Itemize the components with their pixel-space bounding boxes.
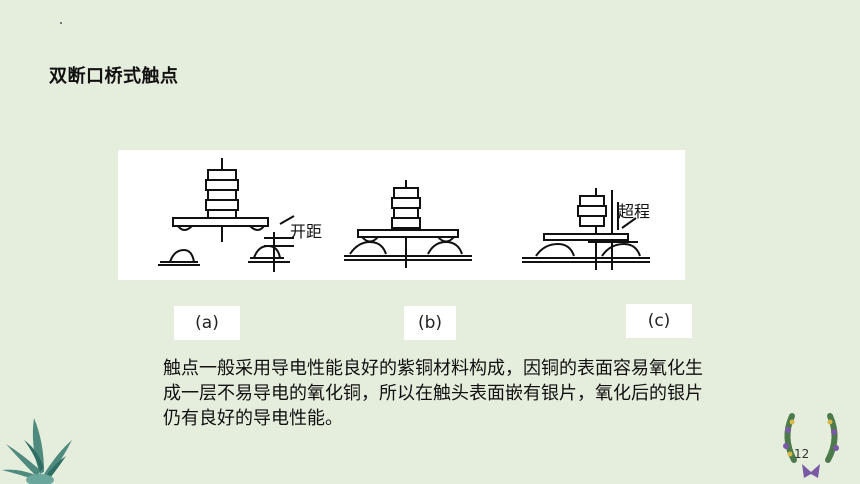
gap-label: 开距 <box>290 222 323 241</box>
diagram-b <box>344 180 472 268</box>
body-paragraph: 触点一般采用导电性能良好的紫铜材料构成，因铜的表面容易氧化生成一层不易导电的氧化… <box>163 358 703 429</box>
caption-c: (c) <box>626 304 692 338</box>
caption-b: (b) <box>404 306 456 340</box>
wreath-decoration <box>783 413 839 478</box>
decor-dot <box>60 22 62 24</box>
contact-diagram-drawing <box>158 158 650 272</box>
diagram-c <box>522 188 650 270</box>
page-number: 12 <box>794 447 810 461</box>
plant-decoration <box>2 418 72 484</box>
slide-title: 双断口桥式触点 <box>49 66 179 87</box>
caption-a: (a) <box>174 306 240 340</box>
overtravel-label: 超程 <box>618 202 651 221</box>
contact-diagram: 开距 超程 <box>118 150 685 280</box>
diagram-a <box>158 158 295 272</box>
